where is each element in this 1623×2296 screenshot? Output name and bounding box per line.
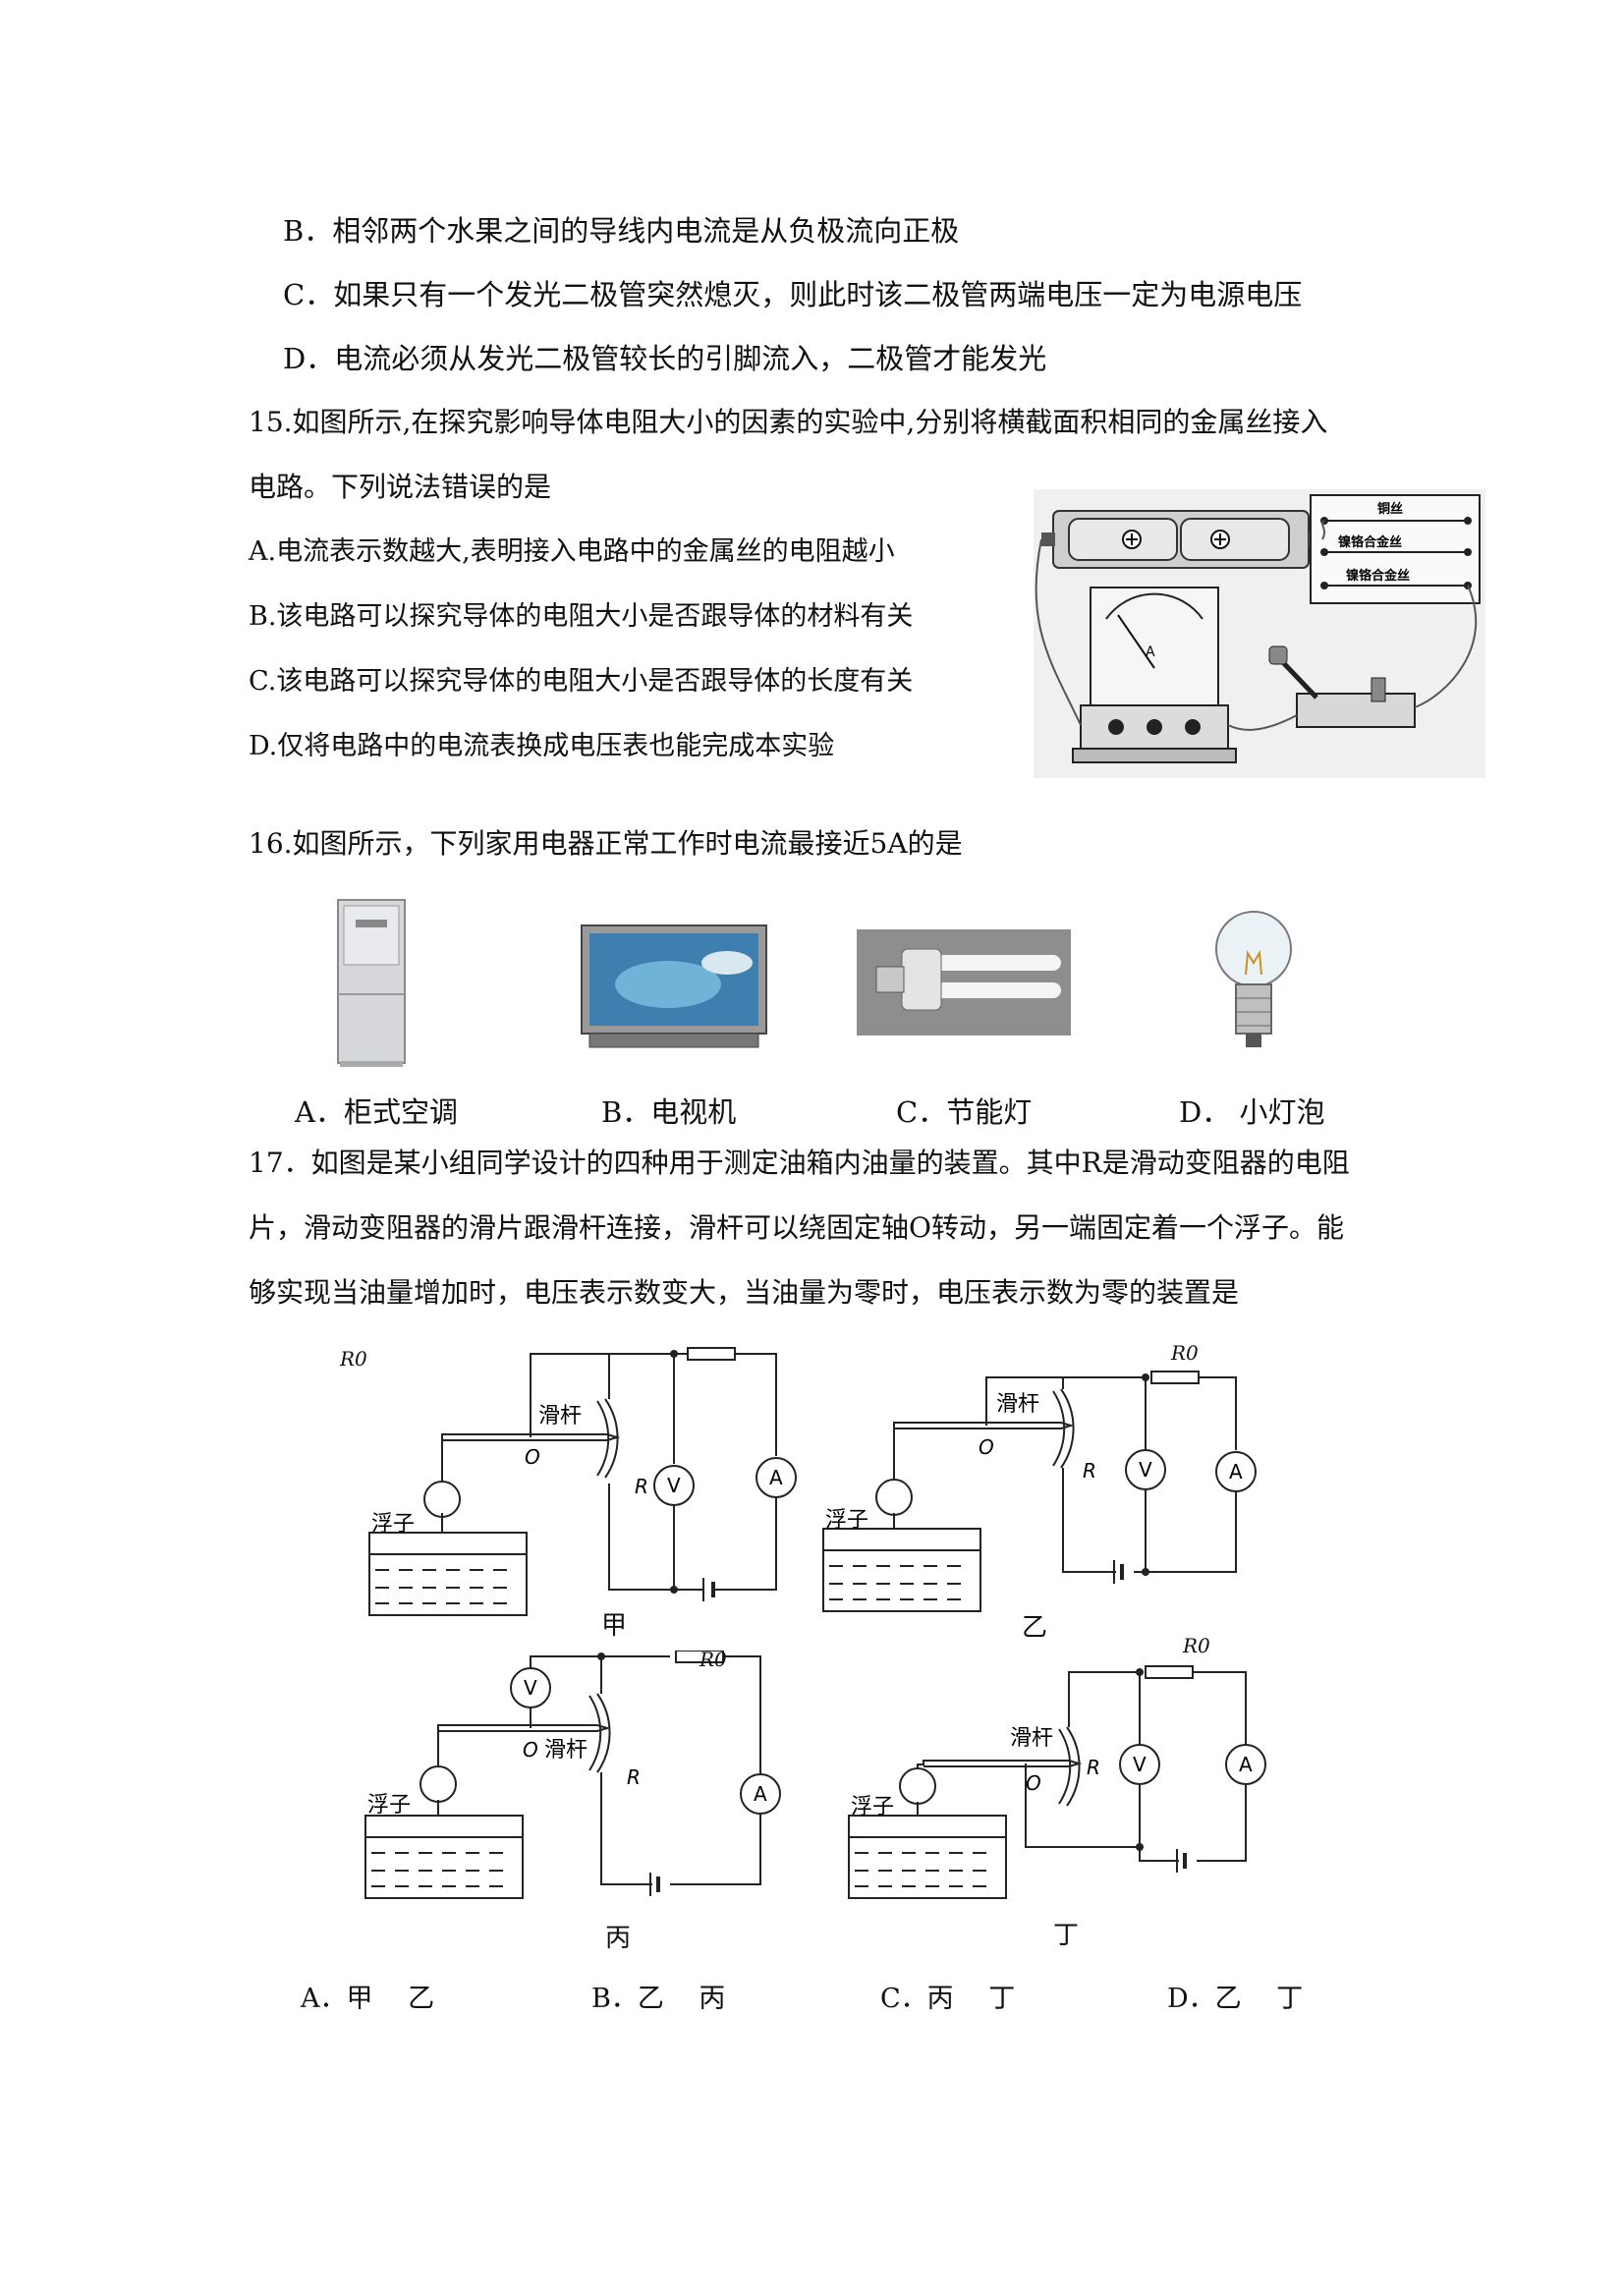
yi-pivot-label: O xyxy=(979,1435,994,1459)
jia-float-label: 浮子 xyxy=(371,1512,415,1537)
ding-rod-label: 滑杆 xyxy=(1010,1726,1053,1751)
q17-option-b: B．乙 丙 xyxy=(591,1984,726,2014)
q16-option-d: D． 小灯泡 xyxy=(1179,1095,1325,1129)
yi-float-label: 浮子 xyxy=(825,1508,868,1533)
q16-option-a: A．柜式空调 xyxy=(295,1095,458,1129)
circuit-jia: 浮子 滑杆 O R V A xyxy=(368,1347,797,1616)
board-label-nichrome-1: 镍铬合金丝 xyxy=(1338,534,1402,550)
q17-stem-line2: 片，滑动变阻器的滑片跟滑杆连接，滑杆可以绕固定轴O转动，另一端固定着一个浮子。能 xyxy=(249,1211,1344,1244)
q15-option-c: C.该电路可以探究导体的电阻大小是否跟导体的长度有关 xyxy=(249,666,914,697)
circuit-ding-name: 丁 xyxy=(1053,1921,1080,1950)
switch xyxy=(1268,645,1416,728)
q17-option-c: C．丙 丁 xyxy=(880,1984,1016,2014)
q14-option-d: D．电流必须从发光二极管较长的引脚流入，二极管才能发光 xyxy=(283,342,1047,375)
ding-r-label: R xyxy=(1087,1756,1100,1779)
q16-option-b: B．电视机 xyxy=(601,1095,737,1129)
q15-option-d: D.仅将电路中的电流表换成电压表也能完成本实验 xyxy=(249,731,835,761)
jia-pivot-label: O xyxy=(525,1445,540,1469)
circuit-ding: 浮子 滑杆 O R V A xyxy=(848,1665,1266,1899)
board-label-copper: 铜丝 xyxy=(1376,501,1403,517)
q16-stem: 16.如图所示，下列家用电器正常工作时电流最接近5A的是 xyxy=(249,827,963,860)
bing-pivot-label: O xyxy=(523,1738,538,1762)
metal-wire-board: 铜丝 镍铬合金丝 镍铬合金丝 xyxy=(1310,494,1481,604)
yi-r-label: R xyxy=(1083,1459,1096,1483)
ding-voltmeter-label: V xyxy=(1133,1753,1147,1776)
bing-r0-text: R0 xyxy=(700,1648,727,1671)
circuit-yi-name: 乙 xyxy=(1022,1613,1048,1643)
television-image xyxy=(581,924,767,1048)
ding-ammeter-label: A xyxy=(1239,1753,1253,1776)
q17-option-a: A．甲 乙 xyxy=(301,1984,435,2014)
circuit-bing: 浮子 滑杆 O R V A xyxy=(364,1651,781,1899)
q15-stem-line2: 电路。下列说法错误的是 xyxy=(249,471,552,503)
energy-saving-lamp-image xyxy=(857,929,1071,1036)
ding-float-label: 浮子 xyxy=(851,1795,894,1820)
circuit-jia-name: 甲 xyxy=(601,1611,628,1641)
bing-voltmeter-label: V xyxy=(524,1676,537,1700)
yi-r0-text: R0 xyxy=(1171,1341,1199,1365)
bing-ammeter-label: A xyxy=(754,1782,767,1806)
ding-pivot-label: O xyxy=(1026,1771,1041,1795)
jia-r-label: R xyxy=(635,1475,648,1498)
q14-option-b: B．相邻两个水果之间的导线内电流是从负极流向正极 xyxy=(283,214,960,248)
air-conditioner-image xyxy=(337,899,406,1067)
circuit-bing-name: 丙 xyxy=(605,1924,632,1953)
q17-option-d: D．乙 丁 xyxy=(1167,1984,1304,2014)
q17-stem-line1: 17．如图是某小组同学设计的四种用于测定油箱内油量的装置。其中R是滑动变阻器的电… xyxy=(249,1147,1350,1179)
jia-ammeter-label: A xyxy=(769,1466,783,1489)
q15-option-b: B.该电路可以探究导体的电阻大小是否跟导体的材料有关 xyxy=(249,601,914,632)
q15-option-a: A.电流表示数越大,表明接入电路中的金属丝的电阻越小 xyxy=(249,536,895,567)
jia-rod-label: 滑杆 xyxy=(538,1404,582,1428)
q17-stem-line3: 够实现当油量增加时，电压表示数变大，当油量为零时，电压表示数为零的装置是 xyxy=(249,1276,1240,1309)
ammeter-letter: A xyxy=(1146,644,1155,660)
ammeter: A xyxy=(1072,587,1237,763)
q15-stem-line1: 15.如图所示,在探究影响导体电阻大小的因素的实验中,分别将横截面积相同的金属丝… xyxy=(249,406,1328,438)
yi-voltmeter-label: V xyxy=(1139,1458,1152,1482)
circuit-yi: 浮子 滑杆 O R V A xyxy=(822,1371,1257,1612)
bing-rod-label: 滑杆 xyxy=(544,1738,588,1763)
q14-option-c: C．如果只有一个发光二极管突然熄灭，则此时该二极管两端电压一定为电源电压 xyxy=(283,278,1303,311)
q16-option-c: C．节能灯 xyxy=(896,1095,1033,1129)
jia-r0-text: R0 xyxy=(340,1347,367,1371)
yi-rod-label: 滑杆 xyxy=(996,1392,1039,1417)
small-bulb-image xyxy=(1215,911,1292,1047)
yi-ammeter-label: A xyxy=(1229,1460,1243,1484)
q15-apparatus-figure: 铜丝 镍铬合金丝 镍铬合金丝 A xyxy=(1034,489,1485,778)
bing-r-label: R xyxy=(627,1765,641,1789)
bing-float-label: 浮子 xyxy=(367,1793,411,1818)
jia-voltmeter-label: V xyxy=(667,1474,681,1497)
board-label-nichrome-2: 镍铬合金丝 xyxy=(1346,568,1410,584)
battery-holder xyxy=(1041,510,1322,569)
ding-r0-text: R0 xyxy=(1183,1634,1210,1657)
